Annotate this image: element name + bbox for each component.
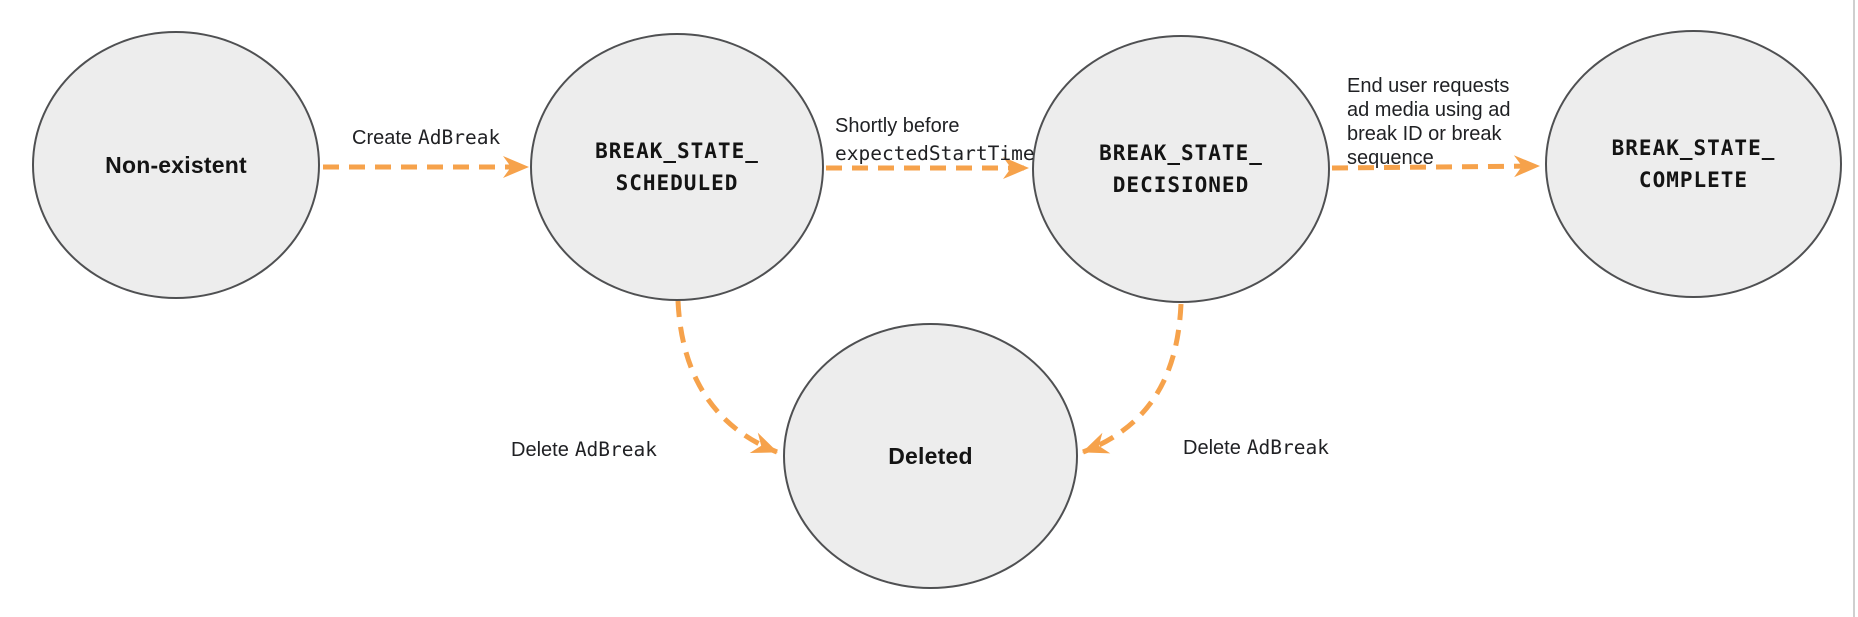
edge-label-text: Create: [352, 127, 413, 149]
edge-label-code-text: expectedStartTime: [835, 142, 1035, 165]
state-node-break-state-decisioned: BREAK_STATE_ DECISIONED: [1032, 35, 1330, 303]
arrow-delete-adbreak-from-scheduled: [675, 300, 778, 455]
content-edge-divider: [1853, 0, 1855, 617]
state-node-deleted: Deleted: [783, 323, 1078, 589]
edge-label-text: Delete: [511, 439, 569, 461]
edge-label-shortly-before: Shortly before expectedStartTime: [835, 86, 1035, 194]
edge-label-code-text: AdBreak: [418, 126, 501, 149]
edge-label-code-text: AdBreak: [574, 438, 657, 461]
edge-label-text: Delete: [1183, 437, 1241, 459]
state-node-break-state-complete: BREAK_STATE_ COMPLETE: [1545, 30, 1842, 298]
edge-label-text: Shortly before: [835, 115, 960, 137]
arrow-end-user-requests-ad-media: [1331, 155, 1540, 178]
edge-label-end-user-requests: End user requests ad media using ad brea…: [1347, 50, 1510, 170]
edge-label-code-text: AdBreak: [1246, 436, 1329, 459]
state-node-break-state-scheduled: BREAK_STATE_ SCHEDULED: [530, 33, 824, 301]
state-node-non-existent: Non-existent: [32, 31, 320, 299]
edge-label-text: End user requests ad media using ad brea…: [1347, 75, 1511, 169]
arrow-delete-adbreak-from-decisioned: [1082, 303, 1184, 455]
